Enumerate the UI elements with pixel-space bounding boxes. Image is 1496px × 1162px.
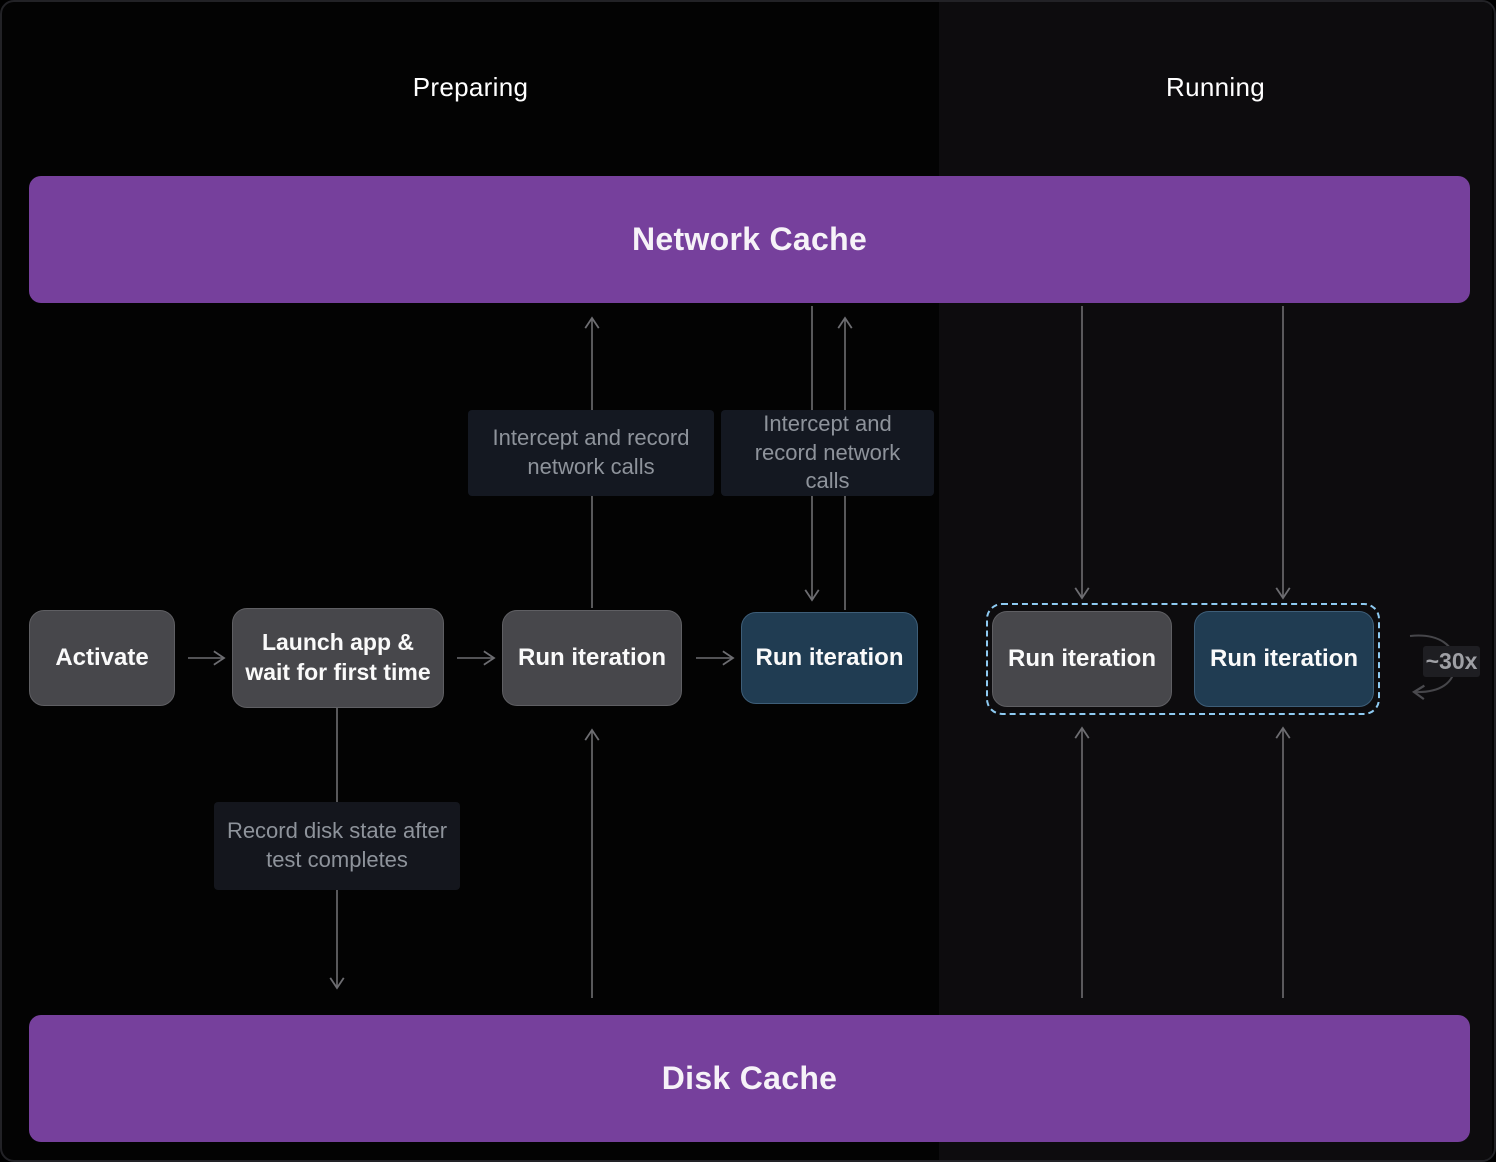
node-activate: Activate [29, 610, 175, 706]
node-run-iteration-prepare-network: Run iteration [741, 612, 918, 704]
loop-count-badge: ~30x [1423, 646, 1480, 677]
intercept-network-calls-label-right: Intercept and record network calls [721, 410, 934, 496]
node-run-iteration-running-disk: Run iteration [992, 611, 1172, 707]
network-cache-bar: Network Cache [29, 176, 1470, 303]
section-title-preparing: Preparing [412, 72, 529, 102]
node-run-iteration-running-network: Run iteration [1194, 611, 1374, 707]
node-launch-app: Launch app & wait for first time [232, 608, 444, 708]
run-loop-dashed-group [986, 603, 1380, 715]
disk-cache-bar: Disk Cache [29, 1015, 1470, 1142]
record-disk-state-label: Record disk state after test completes [214, 802, 460, 890]
section-title-running: Running [1166, 72, 1265, 102]
node-run-iteration-prepare-disk: Run iteration [502, 610, 682, 706]
intercept-network-calls-label-left: Intercept and record network calls [468, 410, 714, 496]
